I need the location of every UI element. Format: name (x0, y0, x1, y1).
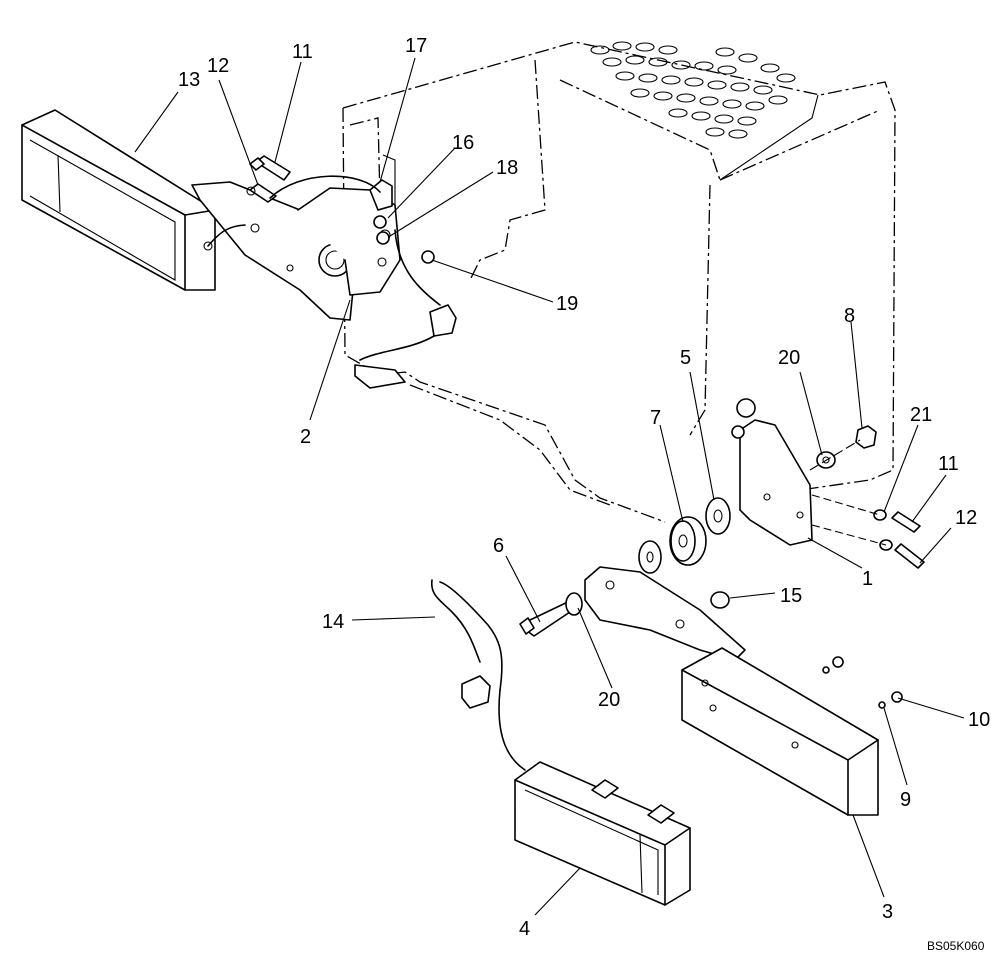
callout-12-right: 12 (955, 507, 977, 529)
callout-11-upper: 11 (292, 41, 313, 63)
washer-20-lower (565, 592, 583, 616)
lamp-4 (514, 761, 691, 906)
spacer-7 (669, 516, 707, 566)
bolt-6 (519, 599, 577, 637)
callout-12-upper: 12 (207, 55, 229, 77)
bracket-plate-lower (584, 566, 746, 661)
callout-10: 10 (968, 709, 990, 731)
wire-harness-14 (430, 579, 526, 771)
callout-19: 19 (556, 293, 578, 315)
nut-10 (832, 656, 903, 703)
bolt-11-upper (249, 155, 291, 181)
callout-15: 15 (780, 585, 802, 607)
callout-2: 2 (300, 426, 311, 448)
washer-20-right (816, 451, 836, 469)
callout-11-right: 11 (938, 453, 959, 475)
callout-9: 9 (900, 789, 911, 811)
callout-labels: 13 12 11 17 16 18 19 2 5 7 20 8 21 11 12… (178, 35, 990, 940)
lamp-housing-3 (681, 647, 879, 816)
machine-frame-phantom (342, 41, 896, 523)
bolt-11-right (891, 511, 921, 533)
nut-19 (421, 250, 435, 264)
washer-6-spacer (638, 540, 662, 574)
figure-code: BS05K060 (927, 939, 985, 953)
callout-1: 1 (862, 568, 873, 590)
nut-15 (710, 591, 730, 609)
callout-5: 5 (680, 347, 691, 369)
callout-13: 13 (178, 69, 200, 91)
nut-18 (376, 231, 390, 245)
leader-lines (134, 57, 965, 916)
lamp-housing-13 (21, 109, 216, 291)
callout-20-lower: 20 (598, 689, 620, 711)
callout-8: 8 (844, 305, 855, 327)
callout-18: 18 (496, 157, 518, 179)
callout-7: 7 (650, 407, 661, 429)
spacer-5 (705, 497, 731, 535)
mount-plate-1 (731, 398, 813, 546)
callout-3: 3 (882, 901, 893, 923)
callout-14: 14 (322, 611, 344, 633)
callout-6: 6 (493, 535, 504, 557)
wire-harness-upper (207, 175, 457, 389)
grille-perforations (590, 41, 796, 139)
callout-17: 17 (405, 35, 427, 57)
callout-20-right: 20 (778, 347, 800, 369)
nut-8 (855, 425, 877, 449)
washer-21 (873, 509, 887, 521)
callout-16: 16 (452, 132, 474, 154)
callout-4: 4 (519, 918, 530, 940)
bolt-12-right (879, 539, 925, 569)
callout-21: 21 (910, 404, 932, 426)
washer-9 (822, 666, 886, 709)
nut-16 (373, 215, 387, 229)
